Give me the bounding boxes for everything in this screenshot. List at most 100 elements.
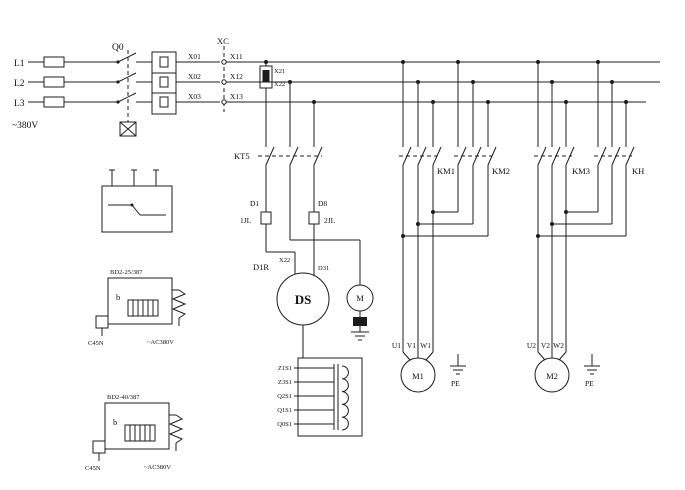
terminal-label-x12: X12 — [230, 72, 243, 81]
chuck-label-ds: DS — [295, 292, 312, 307]
module2-model-label: BD2-40/387 — [107, 394, 140, 401]
module-block-2: BD2-40/387 b C45N ~AC380V — [85, 394, 184, 472]
wire — [119, 121, 137, 137]
node — [550, 222, 554, 226]
pump-motor: M — [346, 284, 374, 341]
box — [159, 96, 169, 108]
selector-transformer: Z1S1 Z3S1 Q2S1 Q1S1 Q0S1 — [277, 325, 363, 437]
motor2-pe-label: PE — [585, 379, 594, 388]
tap-label-2: Z3S1 — [278, 379, 292, 386]
fuse-label-2jl: 2JL — [324, 216, 336, 225]
box — [107, 277, 173, 325]
fuse-symbol — [43, 76, 65, 88]
module2-breaker-label: C45N — [85, 465, 101, 472]
box — [101, 185, 173, 233]
brush-symbol — [353, 317, 367, 326]
resistor-symbol — [171, 289, 187, 319]
motor1-terminal-u1: U1 — [392, 341, 401, 350]
terminal-label-x13: X13 — [230, 92, 243, 101]
phase-label-l1: L1 — [14, 59, 25, 69]
resistor-symbol — [168, 414, 184, 444]
timer-label: KT5 — [234, 151, 250, 161]
terminal-block-x0: X01 X02 X03 — [151, 51, 220, 115]
wire — [425, 351, 434, 361]
chuck-terminal-right: D31 — [318, 265, 329, 272]
incoming-supply: L1 L2 L3 ~380V — [12, 56, 118, 131]
breaker-q0: Q0 — [112, 43, 152, 137]
connector-xc: XC X11 X12 X13 — [217, 36, 243, 112]
node — [536, 234, 540, 238]
motor2-label: M2 — [546, 371, 558, 381]
wire — [402, 351, 411, 361]
node — [416, 222, 420, 226]
contactor-label-km1: KM1 — [437, 166, 455, 176]
diode-label-d8: D8 — [318, 199, 327, 208]
motor1-circle — [400, 357, 436, 393]
fuse-symbol — [43, 96, 65, 108]
tap-label-3: Q2S1 — [277, 393, 292, 400]
fuse-symbol — [43, 56, 65, 68]
control-fuse: X21 X22 — [259, 60, 285, 141]
timer-contacts-kt5: KT5 — [234, 80, 323, 180]
contactor-km1: KM1 — [399, 60, 455, 352]
module1-letter-label: b — [116, 292, 120, 302]
power-buses — [226, 61, 660, 103]
motor2-terminal-u2: U2 — [527, 341, 536, 350]
terminal-label-x02: X02 — [188, 72, 201, 81]
node — [564, 210, 568, 214]
motor1-label: M1 — [412, 371, 424, 381]
connector-label-xc: XC — [217, 36, 229, 46]
tap-label-5: Q0S1 — [277, 421, 292, 428]
wire — [117, 72, 137, 83]
terminal-label-x01: X01 — [188, 52, 201, 61]
phase-label-l2: L2 — [14, 79, 25, 89]
fuse-1jl-symbol — [260, 211, 272, 225]
contactor-km3: KM3 — [534, 60, 590, 352]
module1-model-label: BD2-25/387 — [110, 269, 143, 276]
motor1-terminal-v1: V1 — [407, 341, 416, 350]
motor1-terminal-w1: W1 — [420, 341, 431, 350]
relay-contact-box — [101, 169, 173, 233]
phase-label-l3: L3 — [14, 99, 25, 109]
rectifier-label-d1r: D1R — [253, 262, 269, 272]
diode-label-d1: D1 — [250, 199, 259, 208]
node — [130, 203, 134, 207]
wire — [131, 204, 141, 216]
fuse-terminal-bottom: X22 — [274, 81, 285, 88]
motor2-branch: U2 V2 W2 M2 PE — [527, 341, 600, 393]
node — [401, 234, 405, 238]
relay-kh-branch: KH — [536, 60, 644, 238]
module1-breaker-label: C45N — [88, 340, 104, 347]
box — [104, 402, 170, 450]
wire — [558, 351, 567, 361]
terminal-label-x11: X11 — [230, 52, 243, 61]
breaker-label: Q0 — [112, 43, 124, 53]
tap-label-1: Z1S1 — [278, 365, 292, 372]
supply-voltage-label: ~380V — [12, 121, 38, 131]
node — [431, 210, 435, 214]
module-block-1: BD2-25/387 b C45N ~AC380V — [88, 269, 187, 347]
node — [221, 79, 227, 85]
selector-box — [297, 357, 363, 437]
small-motor-label: M — [356, 293, 364, 303]
chuck-ds: D1R X22 D31 DS — [253, 257, 330, 326]
motor1-branch: U1 V1 W1 M1 PE — [392, 341, 466, 393]
contactor-label-km3: KM3 — [572, 166, 590, 176]
fuse-2jl-symbol — [308, 211, 320, 225]
trip-unit-symbol — [119, 121, 137, 137]
terminal-label-x03: X03 — [188, 92, 201, 101]
box — [151, 51, 177, 115]
wire — [537, 351, 546, 361]
contactor-km2: KM2 — [401, 60, 510, 238]
tap-label-4: Q1S1 — [277, 407, 292, 414]
box — [159, 56, 169, 68]
rectifier-section: D1 D8 1JL 2JL — [240, 180, 361, 285]
module2-coil-label: ~AC380V — [144, 464, 171, 471]
motor2-circle — [534, 357, 570, 393]
chuck-terminal-left: X22 — [279, 257, 290, 264]
contactor-label-km2: KM2 — [492, 166, 510, 176]
wire — [265, 146, 275, 166]
breaker-symbol — [95, 315, 109, 329]
